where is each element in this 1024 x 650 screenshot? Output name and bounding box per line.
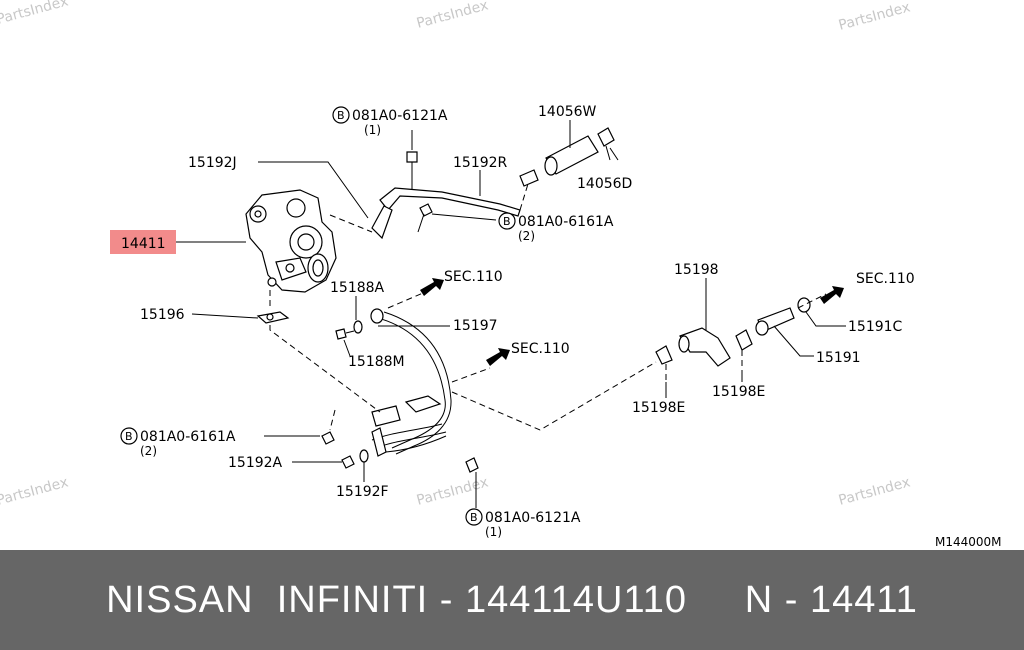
- part-label-14056d[interactable]: 14056D: [577, 176, 632, 192]
- part-label-14411[interactable]: 14411: [121, 236, 166, 252]
- b-badge-icon: B: [498, 212, 516, 230]
- b-badge-icon: B: [120, 427, 138, 445]
- sec-110-label[interactable]: SEC.110: [444, 269, 503, 285]
- watermark: PartsIndex: [0, 474, 70, 508]
- part-label-15197[interactable]: 15197: [453, 318, 498, 334]
- qty-bolt-bottom: (1): [485, 525, 502, 539]
- part-label-15191[interactable]: 15191: [816, 350, 861, 366]
- part-label-15188a[interactable]: 15188A: [330, 280, 385, 296]
- part-label-15192f[interactable]: 15192F: [336, 484, 389, 500]
- lower-tube-drawing: [371, 395, 447, 457]
- leader-lines: [176, 120, 846, 508]
- arrow-icon: [420, 278, 444, 296]
- tube-15197-drawing: [370, 289, 452, 455]
- b-symbol: B: [125, 430, 133, 443]
- part-label-15192j[interactable]: 15192J: [188, 155, 237, 171]
- part-label-15191c[interactable]: 15191C: [848, 319, 903, 335]
- b-symbol: B: [470, 511, 478, 524]
- sec-110-label[interactable]: SEC.110: [856, 271, 915, 287]
- qty-bolt-left: (2): [140, 444, 157, 458]
- part-label-bolt-left[interactable]: 081A0-6161A: [140, 429, 236, 445]
- watermark: PartsIndex: [837, 474, 912, 508]
- b-badge-icon: B: [332, 106, 350, 124]
- watermark: PartsIndex: [837, 0, 912, 34]
- b-symbol: B: [503, 215, 511, 228]
- parts-diagram: PartsIndex PartsIndex PartsIndex PartsIn…: [0, 0, 1002, 549]
- part-label-15198e[interactable]: 15198E: [632, 400, 685, 416]
- arrow-icon: [820, 286, 844, 304]
- part-number-banner: NISSAN INFINITI - 144114U110 N - 14411: [0, 550, 1024, 650]
- part-label-bolt-right[interactable]: 081A0-6161A: [518, 214, 614, 230]
- bolt-top-drawing: [406, 130, 433, 233]
- part-label-14056w[interactable]: 14056W: [538, 104, 597, 120]
- part-label-bolt-top[interactable]: 081A0-6121A: [352, 108, 448, 124]
- banner-text: NISSAN INFINITI - 144114U110 N - 14411: [106, 579, 918, 621]
- qty-bolt-right: (2): [518, 229, 535, 243]
- hose-15198-drawing: [655, 293, 827, 367]
- watermark: PartsIndex: [0, 0, 70, 28]
- b-badge-icon: B: [465, 508, 483, 526]
- part-label-15192a[interactable]: 15192A: [228, 455, 283, 471]
- b-symbol: B: [337, 109, 345, 122]
- sec-110-label[interactable]: SEC.110: [511, 341, 570, 357]
- qty-bolt-top: (1): [364, 123, 381, 137]
- hose-14056w-drawing: [544, 127, 615, 176]
- part-label-bolt-bottom[interactable]: 081A0-6121A: [485, 510, 581, 526]
- arrow-icon: [486, 348, 510, 366]
- watermark: PartsIndex: [415, 0, 490, 32]
- part-label-15198e[interactable]: 15198E: [712, 384, 765, 400]
- part-label-15192r[interactable]: 15192R: [453, 155, 508, 171]
- gasket-15196-drawing: [256, 290, 290, 324]
- part-label-15196[interactable]: 15196: [140, 307, 185, 323]
- part-label-15198[interactable]: 15198: [674, 262, 719, 278]
- seal-15188-drawing: [321, 320, 479, 473]
- part-label-15188m[interactable]: 15188M: [348, 354, 405, 370]
- diagram-code: M144000M: [935, 535, 1002, 549]
- watermark: PartsIndex: [415, 474, 490, 508]
- highlight-box: [110, 230, 176, 254]
- egr-valve-drawing: [245, 189, 337, 293]
- tube-15192r-drawing: [329, 169, 539, 240]
- dashed-connectors: [269, 325, 743, 431]
